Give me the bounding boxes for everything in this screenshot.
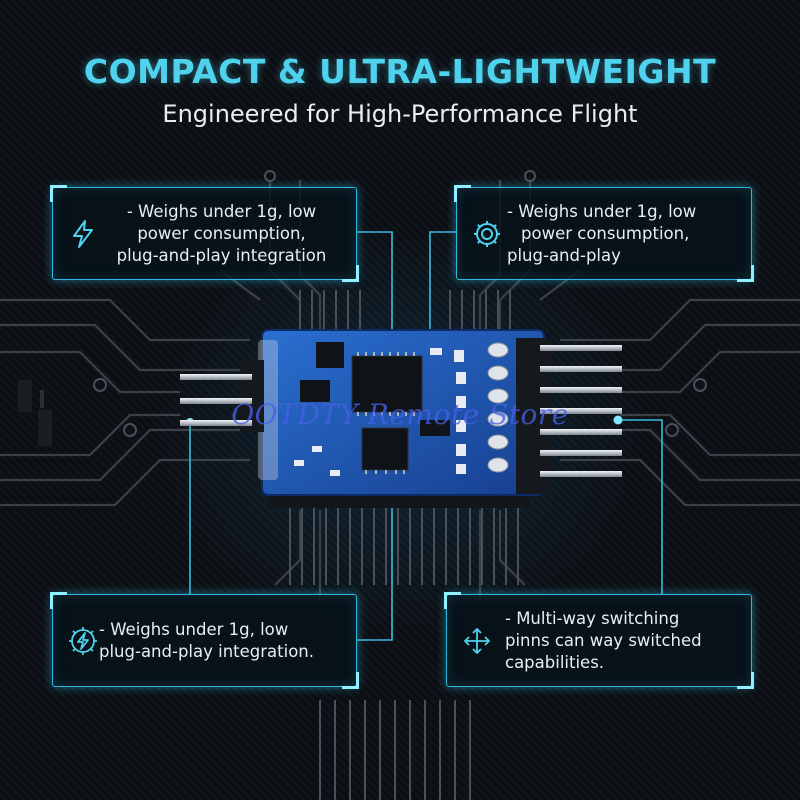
corner-accent (50, 185, 67, 202)
callout-line: plug-and-play integration (116, 245, 327, 265)
callout-text: - Weighs under 1g, low power consumption… (97, 188, 346, 279)
corner-accent (342, 265, 359, 282)
flight-module-board (258, 329, 552, 496)
loose-pins (18, 380, 52, 446)
corner-accent (454, 185, 471, 202)
gear-lightning-icon (69, 626, 97, 655)
feature-callout-top-right: - Weighs under 1g, low power consumption… (454, 185, 754, 282)
gear-icon (474, 220, 500, 247)
callout-text: - Weighs under 1g, low power consumption… (507, 188, 741, 279)
callout-line: - Multi-way switching (505, 608, 680, 628)
left-pin-header (180, 360, 264, 432)
page-subtitle: Engineered for High-Performance Flight (162, 100, 638, 128)
callout-line: power consumption, (137, 223, 306, 243)
callout-line: power consumption, (521, 223, 690, 243)
lightning-icon (73, 219, 93, 248)
store-watermark: OOTDTY Remote Store (231, 398, 569, 431)
trace-nodes (93, 170, 707, 437)
corner-accent (737, 265, 754, 282)
connector-combs (289, 290, 519, 800)
corner-accent (444, 592, 461, 609)
corner-accent (737, 672, 754, 689)
corner-accent (342, 672, 359, 689)
callout-line: - Weighs under 1g, low (126, 201, 317, 221)
callout-line: pinns can way switched (505, 630, 702, 650)
leader-lines (189, 231, 663, 641)
right-pin-header (516, 338, 622, 494)
page-title: COMPACT & ULTRA-LIGHTWEIGHT (83, 52, 717, 91)
feature-callout-bottom-right: - Multi-way switching pinns can way swit… (444, 592, 754, 689)
multi-direction-arrows-icon (464, 627, 490, 654)
callout-line: capabilities. (505, 652, 605, 672)
feature-callout-top-left: - Weighs under 1g, low power consumption… (50, 185, 359, 282)
feature-callout-bottom-left: - Weighs under 1g, low plug-and-play int… (50, 592, 359, 689)
corner-accent (50, 592, 67, 609)
callout-line: - Weighs under 1g, low (99, 619, 289, 639)
callout-text: - Weighs under 1g, low plug-and-play int… (99, 595, 346, 686)
callout-line: plug-and-play (507, 245, 621, 265)
callout-text: - Multi-way switching pinns can way swit… (505, 595, 741, 686)
callout-line: - Weighs under 1g, low (507, 201, 697, 221)
callout-line: plug-and-play integration. (99, 641, 314, 661)
